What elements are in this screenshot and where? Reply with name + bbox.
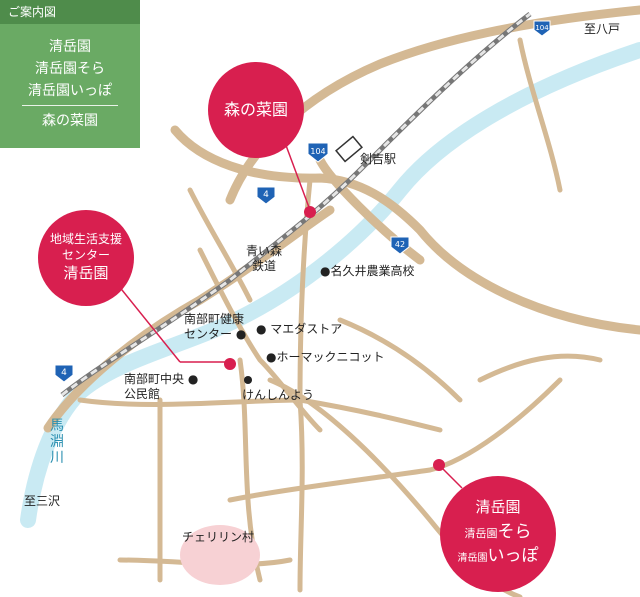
kominkan-label: 南部町中央 ● 公民館 xyxy=(124,372,198,402)
kengi-station-label: 剣吉駅 xyxy=(360,152,397,166)
seigakuen-pin-ippo: 清岳園いっぽ xyxy=(440,546,556,569)
route-42-road xyxy=(170,125,640,335)
route-42-label: 42 xyxy=(395,240,405,249)
route-104-shield-mid: 104 xyxy=(307,142,329,163)
morinosaien-dot xyxy=(304,206,316,218)
route-4-shield-top: 4 xyxy=(256,186,276,205)
chiiki-center-pin[interactable]: 地域生活支援 センター 清岳園 xyxy=(38,210,134,306)
legend-header: ご案内図 xyxy=(0,0,140,24)
legend-item-seigakuen: 清岳園 xyxy=(49,39,91,55)
kenshin-label: けんしんよう xyxy=(242,388,315,402)
chiiki-pin-line1: 地域生活支援 xyxy=(49,232,122,246)
seigakuen-sora-small: 清岳園 xyxy=(464,527,498,540)
aoimori-line1: 青い森 xyxy=(246,244,283,258)
legend-item-seigakuen-sora: 清岳園そら xyxy=(35,61,105,77)
chiiki-center-dot xyxy=(224,358,236,370)
kenshin-dot xyxy=(244,376,252,384)
kenko-center-line1: 南部町健康 xyxy=(184,312,245,326)
river-char-3: 川 xyxy=(50,450,64,466)
chiiki-pin-line3: 清岳園 xyxy=(63,264,109,282)
chiiki-pin-line2: センター xyxy=(61,248,110,262)
kenko-center-line2: センター ● xyxy=(184,327,247,341)
legend-divider xyxy=(22,105,118,106)
seigakuen-pin-main: 清岳園 xyxy=(475,498,521,516)
kominkan-line1: 南部町中央 ● xyxy=(124,372,199,386)
aoimori-railway-dash xyxy=(61,12,531,397)
kominkan-line2: 公民館 xyxy=(124,387,161,401)
cherry-village-label: チェリリン村 xyxy=(182,530,255,544)
route-104-shield-top: 104 xyxy=(533,20,551,37)
to-hachinohe-label: 至八戸 xyxy=(584,22,621,36)
river-char-2: 淵 xyxy=(50,434,64,450)
route-104-top-label: 104 xyxy=(535,24,549,32)
morinosaien-pin[interactable]: 森の菜園 xyxy=(208,62,304,158)
kenko-center-label: 南部町健康 センター ● xyxy=(184,312,246,342)
legend-panel: ご案内図 清岳園 清岳園そら 清岳園いっぽ 森の菜園 xyxy=(0,0,140,148)
legend-item-morinosaien: 森の菜園 xyxy=(42,113,98,129)
route-4-top-label: 4 xyxy=(263,190,269,200)
route-104-mid-label: 104 xyxy=(310,147,325,156)
nagui-high-school-label: ●名久井農業高校 xyxy=(320,264,415,278)
chiiki-leader-a xyxy=(117,284,181,363)
river-char-1: 馬 xyxy=(50,418,64,434)
to-sannohe-label: 至三沢 xyxy=(24,494,61,508)
route-4-shield-left: 4 xyxy=(54,364,74,383)
route-4-left-label: 4 xyxy=(61,368,67,378)
seigakuen-pin[interactable]: 清岳園 清岳園そら 清岳園いっぽ xyxy=(440,476,556,592)
aoimori-railway-label: 青い森 鉄道 xyxy=(246,244,282,274)
maeda-store-label: ● マエダストア xyxy=(256,322,343,336)
seigakuen-pin-sora: 清岳園そら xyxy=(440,522,556,544)
seigakuen-sora-big: そら xyxy=(497,522,532,542)
seigakuen-leader xyxy=(439,465,463,489)
route-42-shield: 42 xyxy=(390,236,410,255)
seigakuen-ippo-small: 清岳園 xyxy=(457,553,488,564)
cherry-village-area xyxy=(180,525,260,585)
seigakuen-ippo-big: いっぽ xyxy=(487,546,539,566)
legend-item-seigakuen-ippo: 清岳園いっぽ xyxy=(28,83,112,99)
homac-label: ●ホーマックニコット xyxy=(266,350,385,364)
aoimori-line2: 鉄道 xyxy=(252,259,277,273)
morinosaien-leader xyxy=(283,139,311,211)
seigakuen-dot xyxy=(433,459,445,471)
mabuchi-river-label: 馬 淵 川 xyxy=(50,418,64,466)
morinosaien-pin-label: 森の菜園 xyxy=(223,100,288,119)
kengi-station-marker xyxy=(335,135,363,163)
